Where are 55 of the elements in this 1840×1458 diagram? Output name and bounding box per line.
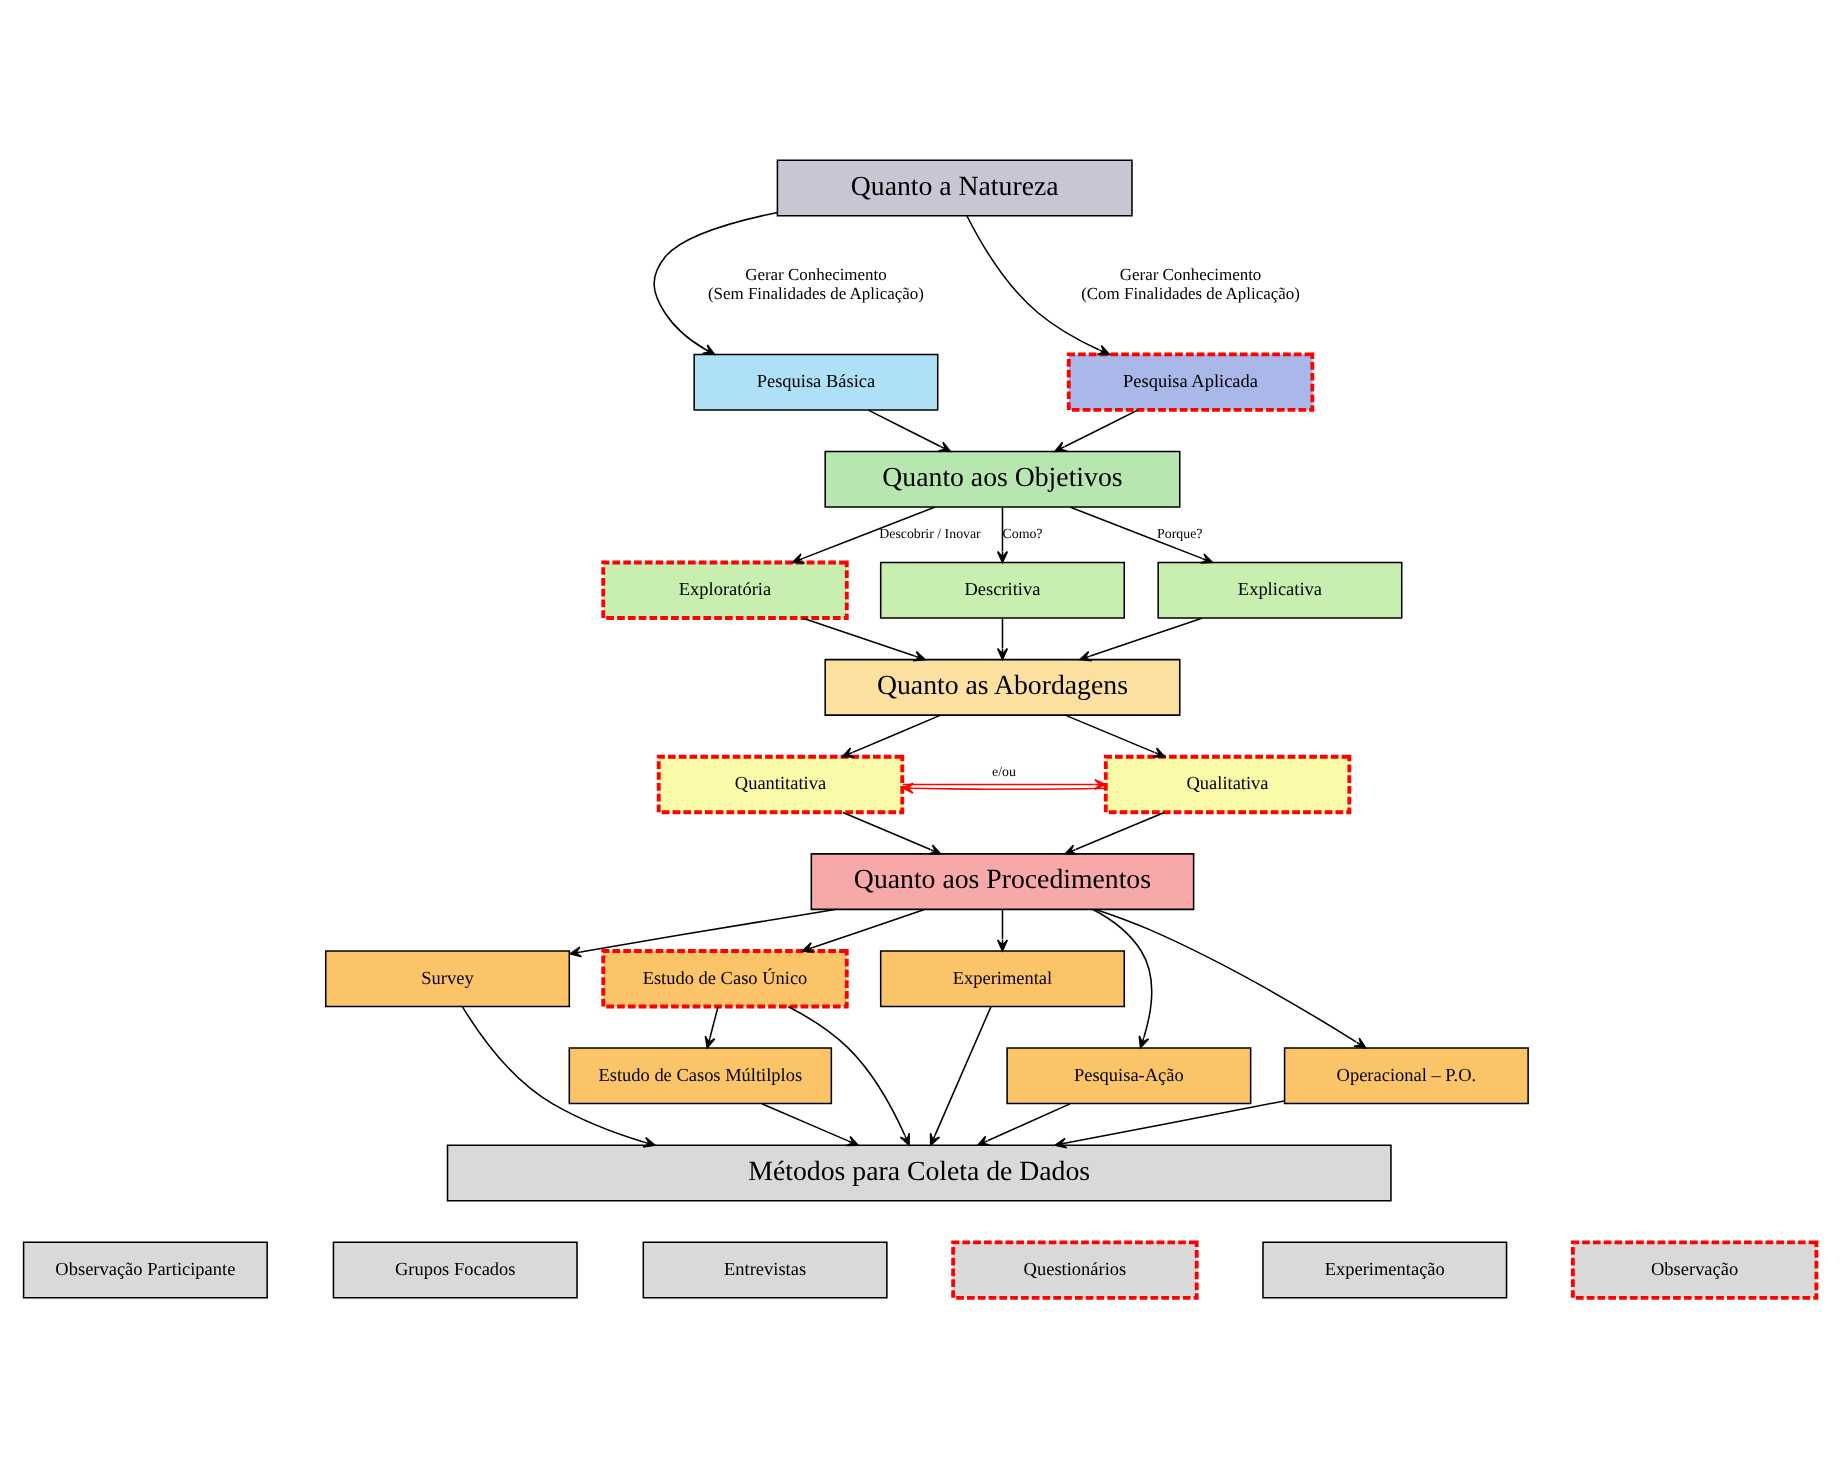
node-box: Survey bbox=[324, 950, 571, 1008]
arrow bbox=[791, 506, 936, 564]
arrow bbox=[929, 1006, 992, 1146]
arrow bbox=[761, 1103, 859, 1147]
arrow bbox=[977, 1103, 1071, 1146]
node-box: Quanto as Abordagens bbox=[824, 658, 1181, 716]
arrow bbox=[841, 714, 941, 758]
node-label: Gerar Conhecimento bbox=[745, 264, 887, 285]
arrow bbox=[996, 506, 1009, 564]
node-label: (Com Finalidades de Aplicação) bbox=[1081, 282, 1300, 303]
arrow bbox=[1064, 811, 1165, 855]
node-box: Quantitativa bbox=[656, 754, 905, 815]
node-label: (Sem Finalidades de Aplicação) bbox=[707, 282, 924, 303]
arrow bbox=[1065, 714, 1166, 758]
arrow bbox=[1092, 908, 1153, 1049]
node-box: Observação Participante bbox=[22, 1241, 268, 1299]
node-box: Pesquisa Aplicada bbox=[1066, 352, 1315, 412]
node-box: Explicativa bbox=[1157, 561, 1403, 619]
arrow bbox=[569, 908, 836, 958]
node-box: Exploratória bbox=[601, 560, 849, 620]
arrow bbox=[842, 811, 942, 855]
arrow bbox=[801, 908, 926, 953]
node-box: Grupos Focados bbox=[332, 1241, 578, 1299]
node-label: Gerar Conhecimento bbox=[1119, 264, 1262, 285]
arrow bbox=[966, 215, 1110, 356]
node-box: Quanto aos Objetivos bbox=[824, 450, 1181, 508]
node-box: Experimental bbox=[879, 950, 1126, 1008]
node-box: Descritiva bbox=[879, 561, 1126, 619]
arrow bbox=[1094, 908, 1367, 1049]
arrow bbox=[901, 782, 1107, 794]
node-box: Operacional – P.O. bbox=[1283, 1047, 1529, 1105]
arrow bbox=[996, 909, 1009, 952]
arrow bbox=[802, 617, 926, 662]
node-box: Quanto aos Procedimentos bbox=[810, 853, 1195, 911]
arrow bbox=[996, 617, 1009, 661]
node-box: Entrevistas bbox=[642, 1241, 888, 1299]
node-box: Pesquisa Básica bbox=[693, 353, 939, 411]
arrow bbox=[1069, 506, 1214, 564]
node-box: Questionários bbox=[951, 1240, 1199, 1300]
arrow bbox=[1054, 409, 1139, 453]
node-box: Experimentação bbox=[1262, 1241, 1508, 1299]
arrow bbox=[867, 409, 952, 453]
arrow bbox=[1079, 617, 1203, 662]
arrow bbox=[653, 211, 779, 356]
node-box: Pesquisa-Ação bbox=[1006, 1047, 1252, 1105]
node-box: Estudo de Casos Múltilplos bbox=[568, 1047, 833, 1105]
arrow bbox=[1054, 1100, 1285, 1149]
arrow bbox=[461, 1005, 656, 1148]
arrow bbox=[704, 1006, 719, 1049]
node-box: Quanto a Natureza bbox=[776, 159, 1133, 217]
node-box: Estudo de Caso Único bbox=[601, 949, 849, 1009]
node-box: Observação bbox=[1570, 1240, 1819, 1300]
node-box: Qualitativa bbox=[1103, 754, 1352, 815]
arrow bbox=[787, 1005, 910, 1146]
node-box: Métodos para Coleta de Dados bbox=[446, 1144, 1392, 1202]
